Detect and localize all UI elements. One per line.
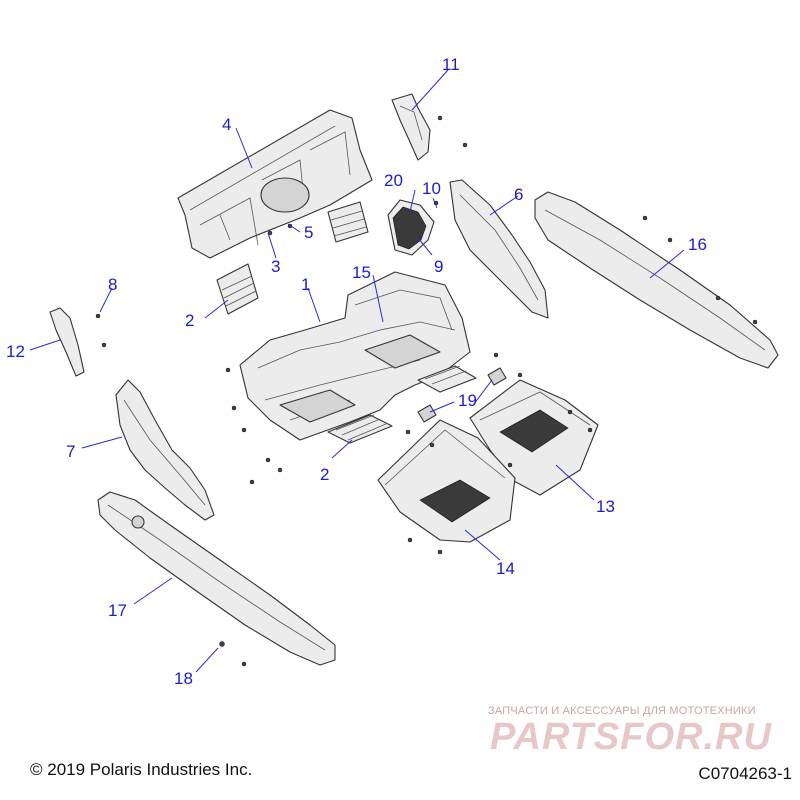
callout-19: 19 (458, 391, 477, 410)
callout-17: 17 (108, 601, 127, 620)
callout-1: 1 (301, 275, 310, 294)
callout-10: 10 (422, 179, 441, 198)
callout-6: 6 (514, 185, 523, 204)
part-12-trim-left (49, 307, 85, 377)
callout-labels: 4 11 20 10 5 3 9 6 16 8 12 1 15 2 7 2 19… (6, 55, 707, 688)
figure-id: C0704263-1 (698, 764, 792, 783)
callout-11: 11 (442, 55, 460, 74)
callout-4: 4 (222, 115, 231, 134)
part-2-mat-center-top (327, 201, 369, 243)
callout-2-upper: 2 (185, 311, 194, 330)
leader-lines (29, 69, 685, 673)
part-6-side-panel-right (449, 179, 549, 319)
callout-9: 9 (434, 257, 443, 276)
part-2-mat-right (417, 365, 477, 393)
callout-18: 18 (174, 669, 193, 688)
callout-15: 15 (352, 263, 371, 282)
callout-12: 12 (6, 342, 25, 361)
part-17-rocker-panel-left (97, 491, 336, 666)
part-2-mat-lower (327, 414, 393, 444)
copyright-text: © 2019 Polaris Industries Inc. (30, 760, 253, 779)
part-19-clips (417, 367, 507, 423)
part-9-trim-panel (387, 199, 435, 256)
callout-16: 16 (688, 235, 707, 254)
callout-5: 5 (304, 223, 313, 242)
watermark-logo: PARTSFOR.RU (490, 716, 772, 758)
fasteners (95, 115, 758, 667)
callout-20: 20 (384, 171, 403, 190)
callout-3: 3 (271, 257, 280, 276)
part-11-bracket (391, 93, 431, 161)
callout-7: 7 (66, 442, 75, 461)
part-4-dash-panel (177, 109, 373, 259)
part-2-mat-upper (216, 263, 259, 315)
callout-2-lower: 2 (320, 465, 329, 484)
callout-13: 13 (596, 497, 615, 516)
callout-14: 14 (496, 559, 515, 578)
part-14-floor-tray-left (377, 419, 516, 543)
callout-8: 8 (108, 275, 117, 294)
part-7-side-panel-left (115, 379, 215, 521)
part-16-rocker-panel-right (534, 191, 779, 369)
watermark-tagline: ЗАПЧАСТИ И АКСЕССУАРЫ ДЛЯ МОТОТЕХНИКИ (488, 705, 756, 717)
part-1-floor-tub (239, 271, 471, 441)
